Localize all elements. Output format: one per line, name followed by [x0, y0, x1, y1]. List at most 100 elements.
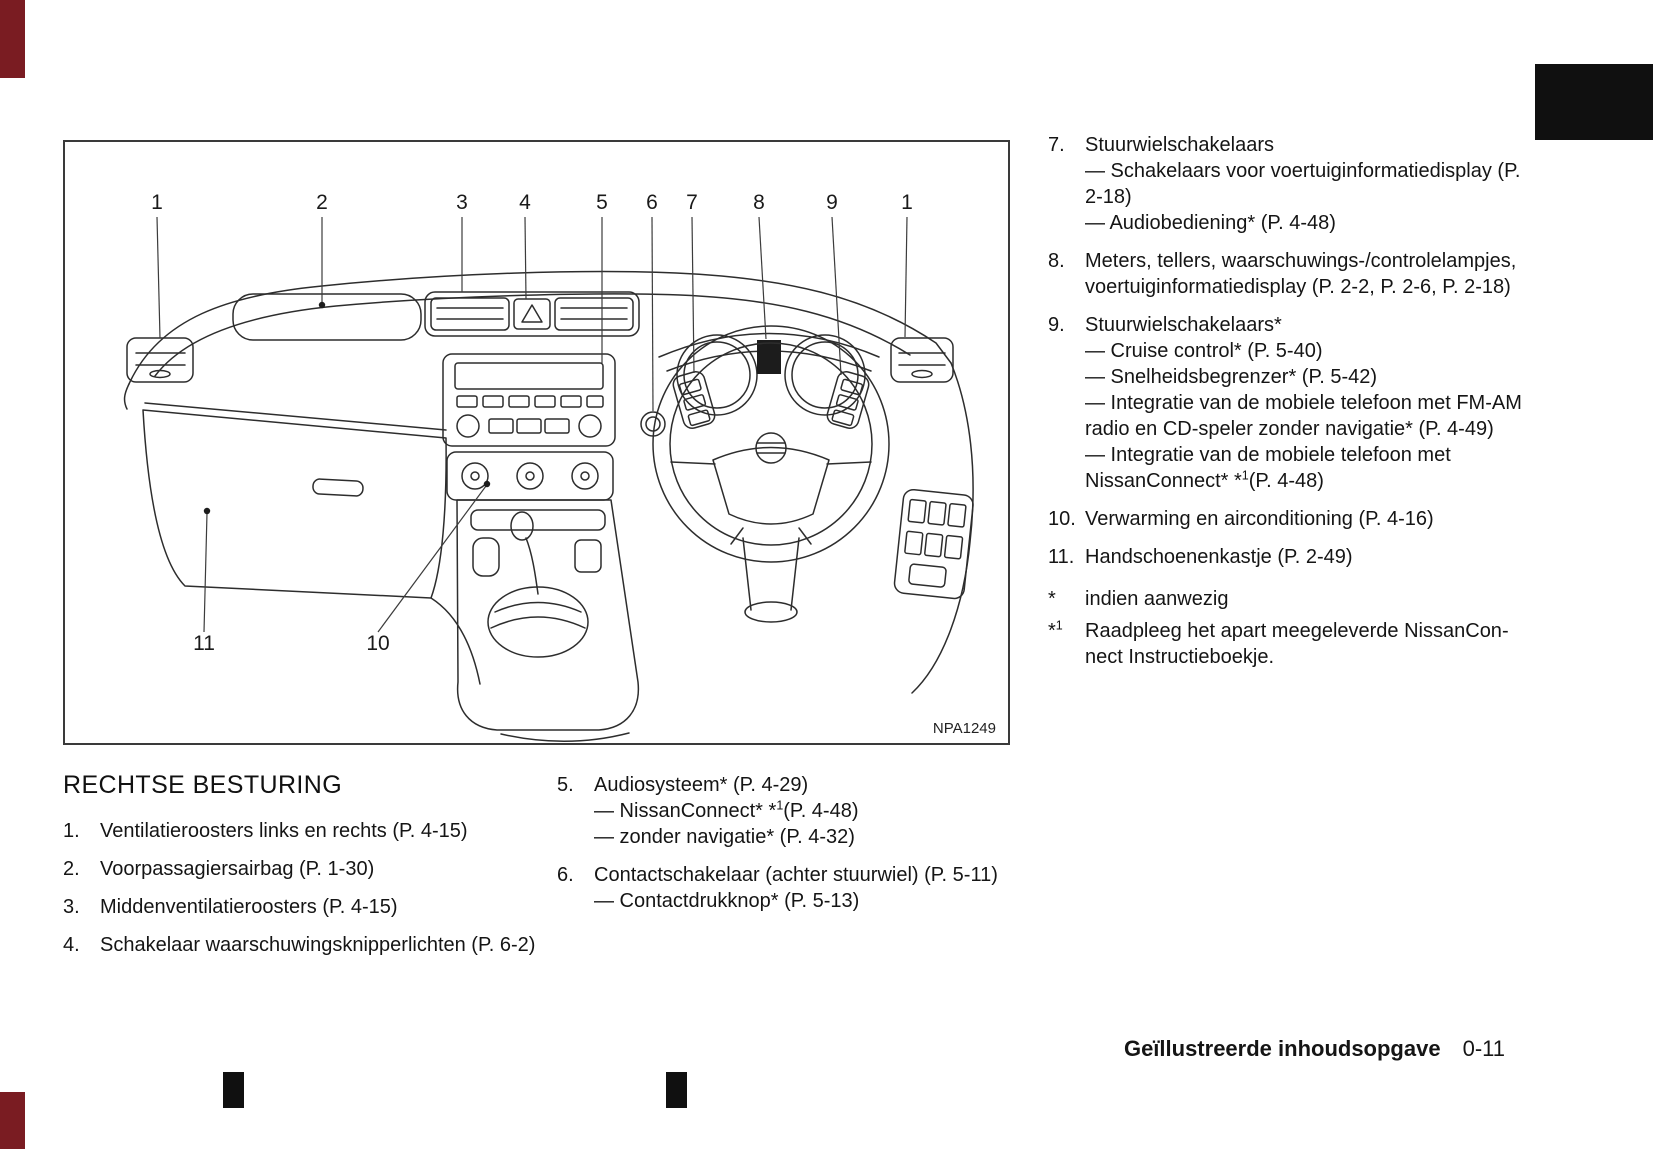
vehicle-info-display: [757, 340, 781, 374]
item-main-text: Meters, tellers, waarschuwings-/controle…: [1085, 250, 1517, 298]
item-number: 5.: [557, 774, 574, 796]
dashboard-figure: 1 2 3 4 5 6 7 8 9 1 11 10 NPA1249: [63, 140, 1010, 745]
legend-item-5: 5. Audiosysteem* (P. 4-29) — NissanConne…: [557, 772, 1057, 850]
item-subline: — Integratie van de mobiele telefoon met…: [1085, 442, 1526, 494]
section-tab: [1535, 64, 1653, 140]
hazard-triangle-icon: [521, 304, 543, 323]
wheel-switch-pod-left: [672, 371, 716, 429]
binding-mark-top: [0, 0, 25, 78]
legend-item-10: 10. Verwarming en airconditioning (P. 4-…: [1048, 506, 1526, 532]
side-switch-panel: [893, 488, 974, 600]
item-number: 6.: [557, 864, 574, 886]
instrument-cluster: [658, 332, 880, 416]
footer-title: Geïllustreerde inhoudsopgave: [1123, 1036, 1441, 1061]
footnote-text: indien aanwezig: [1085, 588, 1229, 610]
heater-controls: [446, 451, 614, 501]
item-number: 9.: [1048, 314, 1065, 336]
item-main-text: Stuurwielschakelaars: [1085, 134, 1274, 156]
item-subline: — Snelheidsbegrenzer* (P. 5-42): [1085, 366, 1378, 388]
legend-item-4: 4. Schakelaar waarschuwingsknipperlichte…: [63, 932, 541, 958]
item-main-text: Ventilatieroosters links en rechts (P. 4…: [100, 820, 468, 842]
item-text: Stuurwielschakelaars* — Cruise control* …: [1085, 312, 1526, 494]
callout-number-8: 8: [753, 191, 765, 214]
footnotes: * indien aanwezig *1 Raadpleeg het apart…: [1048, 586, 1526, 670]
legend-right-column: 7. Stuurwielschakelaars — Schakelaars vo…: [1048, 132, 1526, 676]
legend-item-2: 2. Voorpassagiersairbag (P. 1-30): [63, 856, 541, 882]
left-vent: [126, 337, 194, 383]
item-main-text: Handschoenenkastje (P. 2-49): [1085, 546, 1353, 568]
footnote-marker-text: *: [1048, 588, 1056, 610]
page-footer: Geïllustreerde inhoudsopgave 0-11: [1124, 1036, 1505, 1062]
callout-number-9: 9: [826, 191, 838, 214]
item-number: 11.: [1048, 546, 1075, 568]
item-main-text: Contactschakelaar (achter stuurwiel) (P.…: [594, 864, 998, 886]
center-vents: [424, 291, 640, 337]
item-number: 2.: [63, 858, 80, 880]
legend-left-column: 1. Ventilatieroosters links en rechts (P…: [63, 818, 541, 970]
item-subline: — Audiobediening* (P. 4-48): [1085, 212, 1336, 234]
legend-item-6: 6. Contactschakelaar (achter stuurwiel) …: [557, 862, 1057, 914]
figure-code: NPA1249: [932, 720, 996, 737]
legend-item-7: 7. Stuurwielschakelaars — Schakelaars vo…: [1048, 132, 1526, 236]
center-console: [456, 499, 640, 731]
item-main-text: Audiosysteem* (P. 4-29): [594, 774, 809, 796]
binding-mark-bottom: [0, 1092, 25, 1149]
print-registration-mark-1: [223, 1072, 244, 1108]
item-subline: — Contactdrukknop* (P. 5-13): [594, 890, 860, 912]
item-number: 8.: [1048, 250, 1065, 272]
subline-text: — NissanConnect* *: [594, 800, 777, 822]
footnote-marker-text: *: [1048, 620, 1056, 642]
ignition-button: [640, 411, 666, 437]
footnote-asterisk: * indien aanwezig: [1048, 586, 1526, 612]
subline-text: (P. 4-48): [783, 800, 859, 822]
legend-item-3: 3. Middenventilatieroosters (P. 4-15): [63, 894, 541, 920]
hazard-switch: [513, 298, 551, 330]
callout-number-1-left: 1: [151, 191, 163, 214]
footer-page-number: 0-11: [1462, 1036, 1505, 1061]
subline-text: (P. 4-48): [1248, 470, 1324, 492]
callout-number-2: 2: [316, 191, 328, 214]
item-number: 4.: [63, 934, 80, 956]
callout-number-6: 6: [646, 191, 658, 214]
callout-number-5: 5: [596, 191, 608, 214]
passenger-airbag-pad: [232, 293, 422, 341]
legend-item-11: 11. Handschoenenkastje (P. 2-49): [1048, 544, 1526, 570]
item-subline: — Schakelaars voor voertuiginformatiedis…: [1085, 160, 1521, 208]
callout-number-10: 10: [366, 632, 389, 655]
item-subline: — Cruise control* (P. 5-40): [1085, 340, 1323, 362]
item-main-text: Voorpassagiersairbag (P. 1-30): [100, 858, 375, 880]
footnote-marker: *: [1048, 586, 1085, 612]
item-main-text: Stuurwielschakelaars*: [1085, 314, 1282, 336]
item-subline: — Integratie van de mobiele telefoon met…: [1085, 392, 1522, 440]
section-heading: RECHTSE BESTURING: [63, 771, 343, 799]
footnote-marker: *1: [1048, 618, 1085, 670]
item-main-text: Schakelaar waarschuwingsknipperlichten (…: [100, 934, 536, 956]
nissan-badge-icon: [755, 432, 787, 464]
right-vent: [890, 337, 954, 383]
item-text: Handschoenenkastje (P. 2-49): [1085, 544, 1526, 570]
item-number: 7.: [1048, 134, 1065, 156]
legend-item-1: 1. Ventilatieroosters links en rechts (P…: [63, 818, 541, 844]
audio-unit: [442, 353, 616, 447]
footnote-text: Raadpleeg het apart meegeleverde NissanC…: [1085, 620, 1509, 668]
dashboard-line-art: 1 2 3 4 5 6 7 8 9 1 11 10: [123, 191, 974, 742]
item-subline: — zonder navigatie* (P. 4-32): [594, 826, 855, 848]
item-main-text: Verwarming en airconditioning (P. 4-16): [1085, 508, 1434, 530]
legend-middle-column: 5. Audiosysteem* (P. 4-29) — NissanConne…: [557, 772, 1057, 926]
subline-text: — Integratie van de mobiele telefoon met…: [1085, 444, 1451, 492]
item-number: 3.: [63, 896, 80, 918]
item-text: Contactschakelaar (achter stuurwiel) (P.…: [594, 862, 1057, 914]
footnote-ref: 1: [776, 798, 784, 813]
item-text: Verwarming en airconditioning (P. 4-16): [1085, 506, 1526, 532]
print-registration-mark-2: [666, 1072, 687, 1108]
callout-lines: [156, 216, 908, 633]
dashboard-outline: [123, 270, 974, 742]
callout-numbers: 1 2 3 4 5 6 7 8 9 1 11 10: [151, 191, 913, 655]
wheel-switch-pod-right: [826, 371, 870, 429]
item-text: Audiosysteem* (P. 4-29) — NissanConnect*…: [594, 772, 1057, 850]
footnote-marker-sup: 1: [1055, 618, 1063, 633]
item-main-text: Middenventilatieroosters (P. 4-15): [100, 896, 398, 918]
callout-number-11: 11: [193, 632, 215, 655]
item-text: Stuurwielschakelaars — Schakelaars voor …: [1085, 132, 1526, 236]
glove-box: [142, 402, 447, 599]
